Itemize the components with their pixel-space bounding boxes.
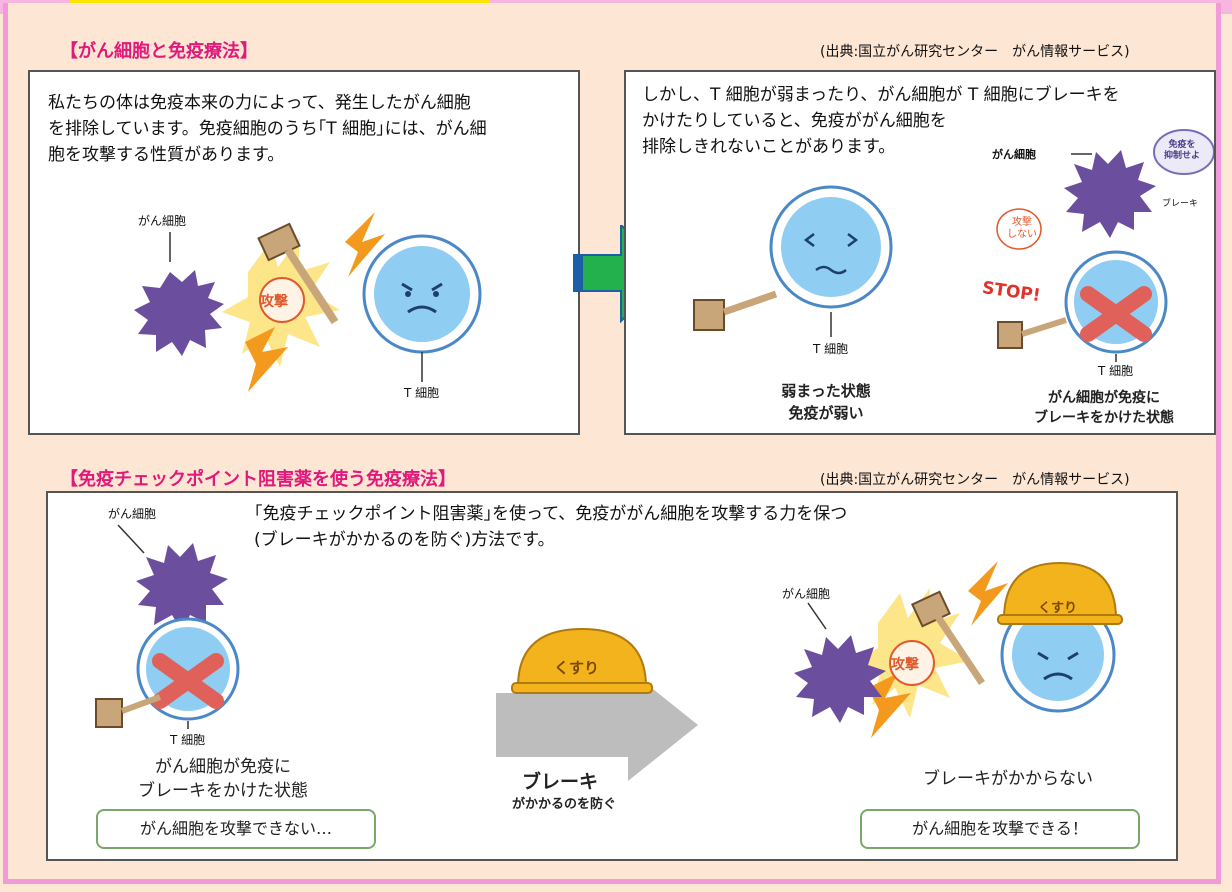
hammer-icon — [95, 698, 123, 728]
text-line: 排除しきれないことがあります。 — [642, 137, 896, 157]
panel-immune-attack: 私たちの体は免疫本来の力によって、発生したがん細胞 を排除しています。免疫細胞の… — [28, 70, 580, 435]
illustration-checkpoint — [95, 524, 1123, 781]
lightning-icon — [245, 327, 288, 392]
section1-title: 【がん細胞と免疫療法】 — [60, 41, 258, 62]
text-line: しかし、T 細胞が弱まったり、がん細胞が T 細胞にブレーキを — [642, 85, 1120, 105]
no-attack-bubble — [996, 208, 1042, 250]
text-line: (ブレーキがかかるのを防ぐ)方法です。 — [254, 530, 555, 550]
gray-arrow-icon — [496, 669, 698, 781]
arrow-label-bold: ブレーキ — [522, 771, 599, 793]
section2-source: (出典:国立がん研究センター がん情報サービス) — [820, 472, 1130, 488]
hammer-icon — [693, 299, 725, 331]
hammer-icon — [257, 222, 301, 262]
attack-badge — [259, 277, 305, 323]
panel-immune-weak: しかし、T 細胞が弱まったり、がん細胞が T 細胞にブレーキを かけたりしている… — [624, 70, 1216, 435]
caption-no-brake: ブレーキがかからない — [923, 769, 1093, 789]
helmet-label: くすり — [1038, 601, 1078, 616]
attack-badge — [889, 640, 935, 686]
result-pill-cannot: がん細胞を攻撃できない… — [96, 809, 376, 849]
no-attack-label: 攻撃 しない — [1007, 217, 1037, 241]
caption-line: 免疫が弱い — [788, 404, 864, 422]
cancer-cell-icon — [136, 543, 228, 631]
t-cell-label: T 細胞 — [813, 342, 849, 356]
suppress-bubble — [1153, 129, 1214, 175]
text-line: 胞を攻撃する性質があります。 — [48, 145, 285, 165]
caption-line: ブレーキをかけた状態 — [138, 781, 308, 801]
suppress-line: 免疫を — [1168, 140, 1196, 150]
panel-checkpoint-text: ｢免疫チェックポイント阻害薬｣を使って、免疫ががん細胞を攻撃する力を保つ (ブレ… — [254, 501, 847, 553]
lightning-icon — [968, 561, 1008, 626]
hammer-icon — [997, 321, 1023, 349]
result-pill-can: がん細胞を攻撃できる！ — [860, 809, 1140, 849]
illustration-attack — [134, 212, 482, 392]
no-attack-line: しない — [1007, 229, 1037, 240]
panel-immune-attack-text: 私たちの体は免疫本来の力によって、発生したがん細胞 を排除しています。免疫細胞の… — [48, 90, 487, 168]
attack-label: 攻撃 — [260, 294, 288, 310]
suppress-label: 免疫を 抑制せよ — [1164, 140, 1200, 162]
caption-line: 弱まった状態 — [781, 382, 871, 400]
hammer-handle — [284, 247, 339, 325]
cancer-cell-label: がん細胞 — [108, 507, 157, 521]
text-line: かけたりしていると、免疫ががん細胞を — [642, 111, 947, 131]
helmet-label: くすり — [554, 659, 600, 677]
caption-line: がん細胞が免疫に — [155, 757, 291, 777]
no-attack-line: 攻撃 — [1012, 217, 1032, 228]
panel-checkpoint: ｢免疫チェックポイント阻害薬｣を使って、免疫ががん細胞を攻撃する力を保つ (ブレ… — [46, 491, 1178, 861]
caption-braked: がん細胞が免疫に ブレーキをかけた状態 — [108, 755, 338, 803]
x-mark-icon — [1080, 286, 1152, 342]
lightning-icon — [345, 212, 385, 277]
text-line: ｢免疫チェックポイント阻害薬｣を使って、免疫ががん細胞を攻撃する力を保つ — [254, 504, 848, 524]
caption-brake: がん細胞が免疫に ブレーキをかけた状態 — [1004, 388, 1204, 428]
t-cell-label: T 細胞 — [404, 386, 440, 400]
cancer-cell-label: がん細胞 — [992, 148, 1036, 161]
lightning-icon — [868, 673, 911, 738]
section2-title: 【免疫チェックポイント阻害薬を使う免疫療法】 — [60, 469, 456, 490]
page-frame: 【がん細胞と免疫療法】 (出典:国立がん研究センター がん情報サービス) 私たち… — [3, 3, 1221, 884]
helmet-icon — [1002, 561, 1118, 620]
cancer-cell-icon — [794, 635, 886, 723]
caption-line: がん細胞が免疫に — [1048, 390, 1160, 406]
cancer-cell-label: がん細胞 — [138, 214, 187, 228]
cancer-cell-icon — [1064, 150, 1156, 238]
cancer-cell-label: がん細胞 — [782, 587, 831, 601]
t-cell-label: T 細胞 — [170, 733, 206, 747]
caption-weak: 弱まった状態 免疫が弱い — [736, 380, 916, 424]
x-mark-icon — [152, 653, 224, 709]
panel-immune-weak-text: しかし、T 細胞が弱まったり、がん細胞が T 細胞にブレーキを かけたりしている… — [642, 82, 1120, 160]
illustration-weak — [693, 129, 1214, 362]
t-cell-label: T 細胞 — [1098, 364, 1134, 378]
text-line: 私たちの体は免疫本来の力によって、発生したがん細胞 — [48, 93, 471, 113]
caption-line: ブレーキをかけた状態 — [1034, 410, 1174, 426]
arrow-label-sub: がかかるのを防ぐ — [512, 797, 617, 812]
suppress-line: 抑制せよ — [1164, 151, 1201, 161]
section1-source: (出典:国立がん研究センター がん情報サービス) — [820, 44, 1130, 60]
attack-label: 攻撃 — [891, 657, 919, 673]
brake-label: ブレーキ — [1162, 199, 1199, 209]
text-line: を排除しています。免疫細胞のうち｢T 細胞｣には、がん細 — [48, 119, 487, 139]
helmet-icon — [516, 627, 648, 688]
cancer-cell-icon — [134, 270, 224, 356]
